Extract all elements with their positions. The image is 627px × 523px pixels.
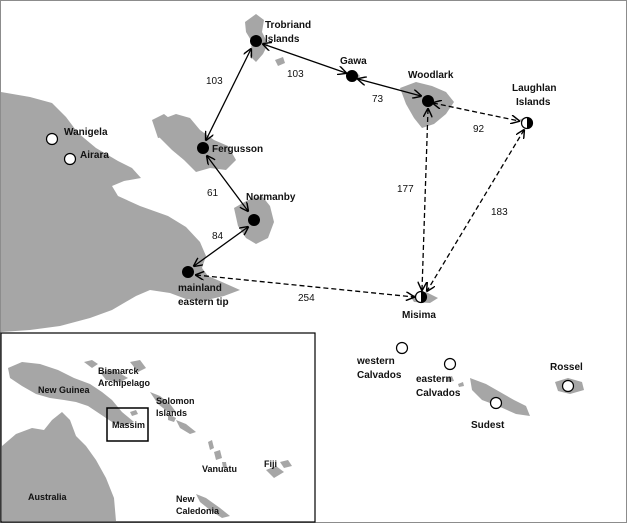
site-label-normanby: Normanby — [246, 192, 296, 203]
inset-label-vanuatu: Vanuatu — [202, 464, 237, 474]
inset-label-bismarck: Bismarck — [98, 366, 140, 376]
inset-label-massim: Massim — [112, 420, 145, 430]
site-label-eastern-calvados: eastern — [416, 374, 452, 385]
inset-new-guinea — [8, 362, 134, 426]
routes — [194, 44, 524, 297]
site-marker-sudest — [489, 396, 503, 410]
inset-fiji — [266, 466, 284, 478]
site-marker-trobriand — [250, 35, 262, 47]
site-label-laughlan: Laughlan — [512, 83, 556, 94]
site-label-fergusson: Fergusson — [212, 144, 263, 155]
route-gawa-woodlark — [358, 79, 421, 96]
site-marker-normanby — [248, 214, 260, 226]
site-marker-misima — [414, 290, 428, 304]
site-marker-laughlan — [520, 116, 534, 130]
site-marker-fergusson — [197, 142, 209, 154]
inset-bismarck — [100, 370, 128, 382]
inset-vanuatu — [214, 450, 222, 460]
inset-bismarck — [130, 360, 146, 372]
site-marker-eastern-calvados — [443, 357, 457, 371]
inset-label-fiji: Fiji — [264, 459, 277, 469]
site-marker-woodlark — [422, 95, 434, 107]
inset-label-solomon: Solomon — [156, 396, 195, 406]
goodenough-landmass — [152, 114, 174, 138]
distance-label: 177 — [397, 184, 414, 195]
site-marker-mainland — [182, 266, 194, 278]
site-label-eastern-calvados: Calvados — [416, 388, 461, 399]
distance-label: 73 — [372, 94, 384, 105]
site-markers — [45, 35, 575, 410]
route-mainland-misima — [196, 275, 414, 297]
route-woodlark-misima — [422, 109, 428, 290]
inset-solomon — [168, 414, 176, 422]
site-label-laughlan: Islands — [516, 97, 551, 108]
site-label-misima: Misima — [402, 310, 436, 321]
site-label-mainland: eastern tip — [178, 297, 229, 308]
site-marker-rossel — [561, 379, 575, 393]
distance-label: 103 — [287, 69, 304, 80]
inset-label-new-caledonia: New — [176, 494, 196, 504]
route-normanby-mainland — [194, 227, 248, 266]
site-label-western-calvados: Calvados — [357, 370, 402, 381]
site-label-trobriand: Trobriand — [265, 20, 311, 31]
inset-australia — [2, 412, 116, 521]
route-fergusson-normanby — [207, 156, 248, 211]
route-trobriand-fergusson — [206, 49, 251, 140]
site-label-rossel: Rossel — [550, 362, 583, 373]
site-label-woodlark: Woodlark — [408, 70, 454, 81]
distance-label: 61 — [207, 188, 219, 199]
distance-label: 254 — [298, 293, 315, 304]
site-marker-airara — [63, 152, 77, 166]
inset-massim-islands — [118, 416, 128, 423]
calvados-islet — [446, 376, 454, 382]
calvados-islet — [458, 382, 464, 387]
site-label-wanigela: Wanigela — [64, 127, 108, 138]
site-marker-gawa — [346, 70, 358, 82]
distance-label: 183 — [491, 207, 508, 218]
route-woodlark-laughlan — [433, 103, 519, 121]
distance-label: 84 — [212, 231, 224, 242]
inset-label-bismarck: Archipelago — [98, 378, 151, 388]
inset-label-new-caledonia: Caledonia — [176, 506, 220, 516]
inset-solomon — [176, 420, 196, 434]
inset-vanuatu — [208, 440, 214, 450]
mainland-landmass — [1, 92, 240, 332]
route-laughlan-misima — [427, 130, 524, 291]
sudest-landmass — [470, 378, 530, 416]
inset-solomon — [150, 392, 176, 412]
inset-massim-islands — [130, 410, 138, 416]
inset-bismarck — [84, 360, 98, 368]
route-distances: 103 103 73 61 84 92 177 183 254 — [206, 69, 508, 304]
inset-massim-box — [106, 407, 149, 442]
distance-label: 92 — [473, 124, 485, 135]
route-trobriand-gawa — [263, 44, 346, 73]
site-label-gawa: Gawa — [340, 56, 367, 67]
distance-label: 103 — [206, 76, 223, 87]
site-label-western-calvados: western — [356, 356, 395, 367]
inset-fiji — [280, 460, 292, 468]
inset-vanuatu — [222, 462, 227, 468]
inset-new-caledonia — [196, 494, 230, 518]
site-label-trobriand: Islands — [265, 34, 300, 45]
inset-label-solomon: Islands — [156, 408, 187, 418]
site-marker-wanigela — [45, 132, 59, 146]
site-label-sudest: Sudest — [471, 420, 505, 431]
inset-map: New Guinea Bismarck Archipelago Solomon … — [0, 332, 316, 523]
inset-label-new-guinea: New Guinea — [38, 385, 91, 395]
inset-label-australia: Australia — [28, 492, 68, 502]
inset-landmasses — [2, 360, 292, 521]
site-marker-western-calvados — [395, 341, 409, 355]
site-label-mainland: mainland — [178, 283, 222, 294]
site-labels: Trobriand Islands Gawa Woodlark Laughlan… — [64, 20, 583, 431]
site-label-airara: Airara — [80, 150, 109, 161]
